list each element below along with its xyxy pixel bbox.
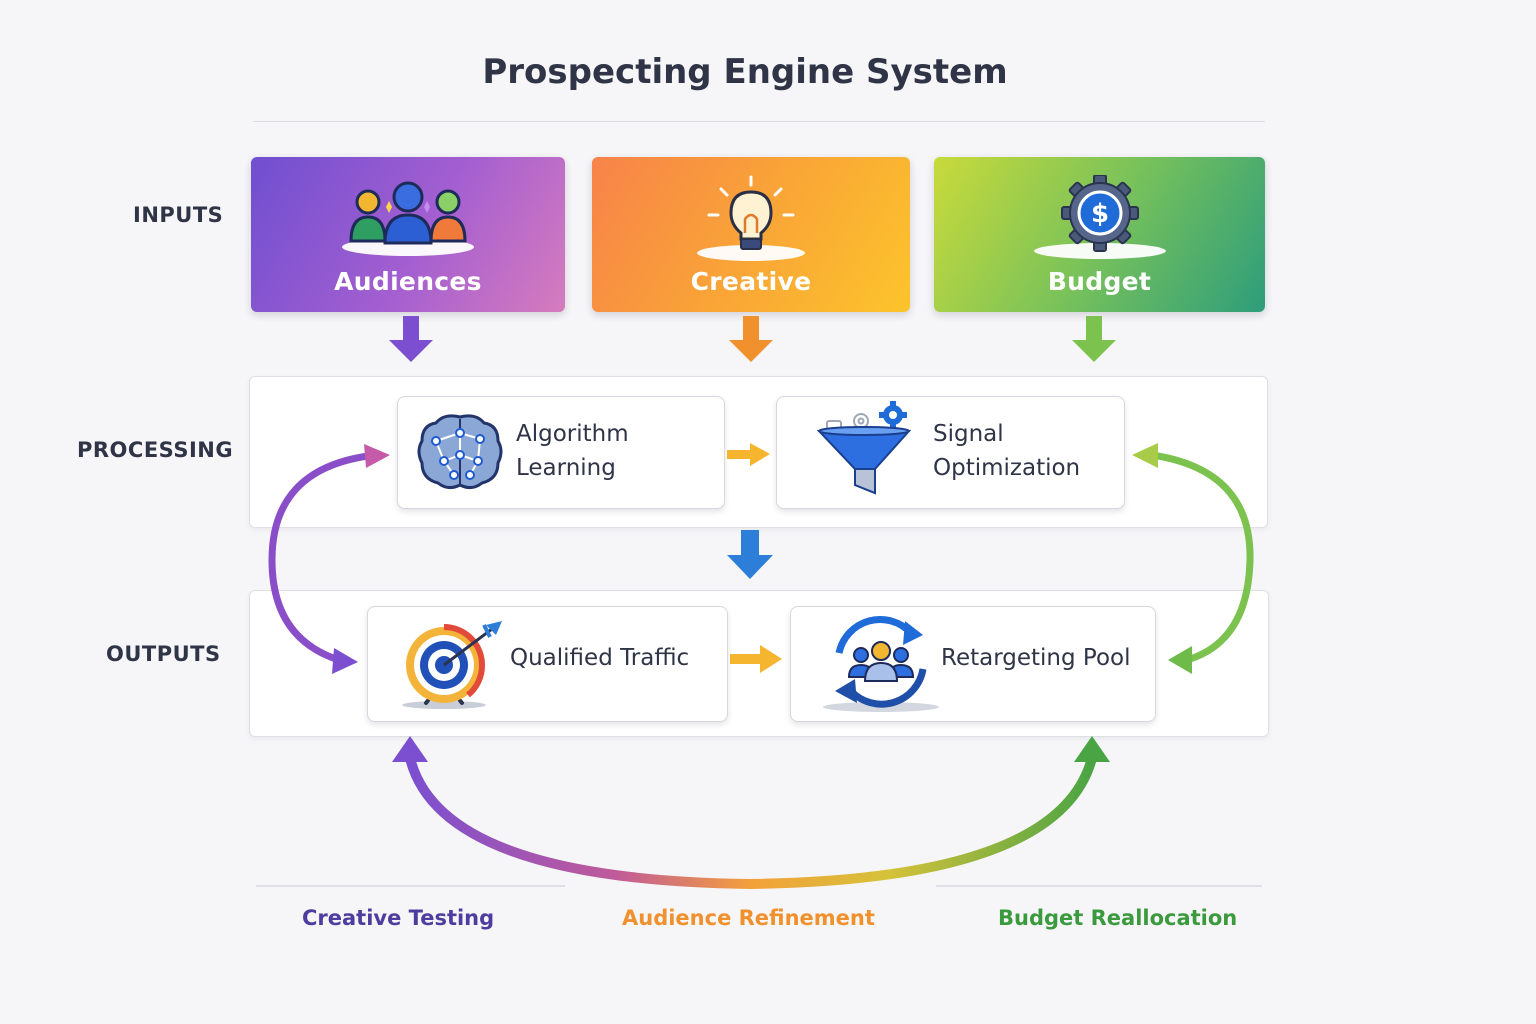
node-algorithm-learning[interactable]: Algorithm Learning [397, 396, 725, 509]
node-label-line2: Learning [516, 455, 616, 481]
input-label-budget: Budget [1047, 267, 1152, 296]
arrow-audiences-down [389, 316, 433, 362]
input-card-budget[interactable]: $ Budget [934, 157, 1265, 312]
node-label-line1: Algorithm [516, 421, 629, 447]
node-label: Retargeting Pool [941, 645, 1131, 671]
node-signal-optimization[interactable]: Signal Optimization [776, 396, 1125, 509]
node-retargeting-pool[interactable]: Retargeting Pool [790, 606, 1156, 722]
feedback-label-budget-reallocation: Budget Reallocation [998, 906, 1238, 930]
feedback-arrow-bottom [392, 736, 1110, 890]
arrow-processing-to-outputs [727, 530, 773, 579]
node-label: Qualified Traffic [510, 645, 690, 671]
funnel-gear-icon [815, 401, 915, 505]
people-group-icon [338, 175, 478, 265]
row-label-inputs: INPUTS [133, 203, 224, 227]
input-label-audiences: Audiences [334, 267, 482, 296]
input-card-audiences[interactable]: Audiences [251, 157, 565, 312]
node-label-line2: Optimization [933, 455, 1081, 481]
input-label-creative: Creative [690, 267, 812, 296]
arrow-creative-down [729, 316, 773, 362]
input-card-creative[interactable]: Creative [592, 157, 910, 312]
svg-text:$: $ [1090, 199, 1108, 229]
target-arrow-icon [398, 619, 508, 715]
node-qualified-traffic[interactable]: Qualified Traffic [367, 606, 728, 722]
refresh-people-icon [821, 613, 941, 717]
lightbulb-icon [691, 175, 811, 271]
node-label-line1: Signal [933, 421, 1004, 447]
feedback-label-audience-refinement: Audience Refinement [622, 906, 875, 930]
page-title: Prospecting Engine System [482, 52, 1008, 92]
row-label-processing: PROCESSING [77, 438, 234, 462]
row-label-outputs: OUTPUTS [106, 642, 221, 666]
title-divider [253, 121, 1265, 122]
brain-network-icon [414, 411, 506, 497]
feedback-label-creative-testing: Creative Testing [302, 906, 495, 930]
gear-dollar-icon: $ [1030, 174, 1170, 269]
arrow-budget-down [1072, 316, 1116, 362]
